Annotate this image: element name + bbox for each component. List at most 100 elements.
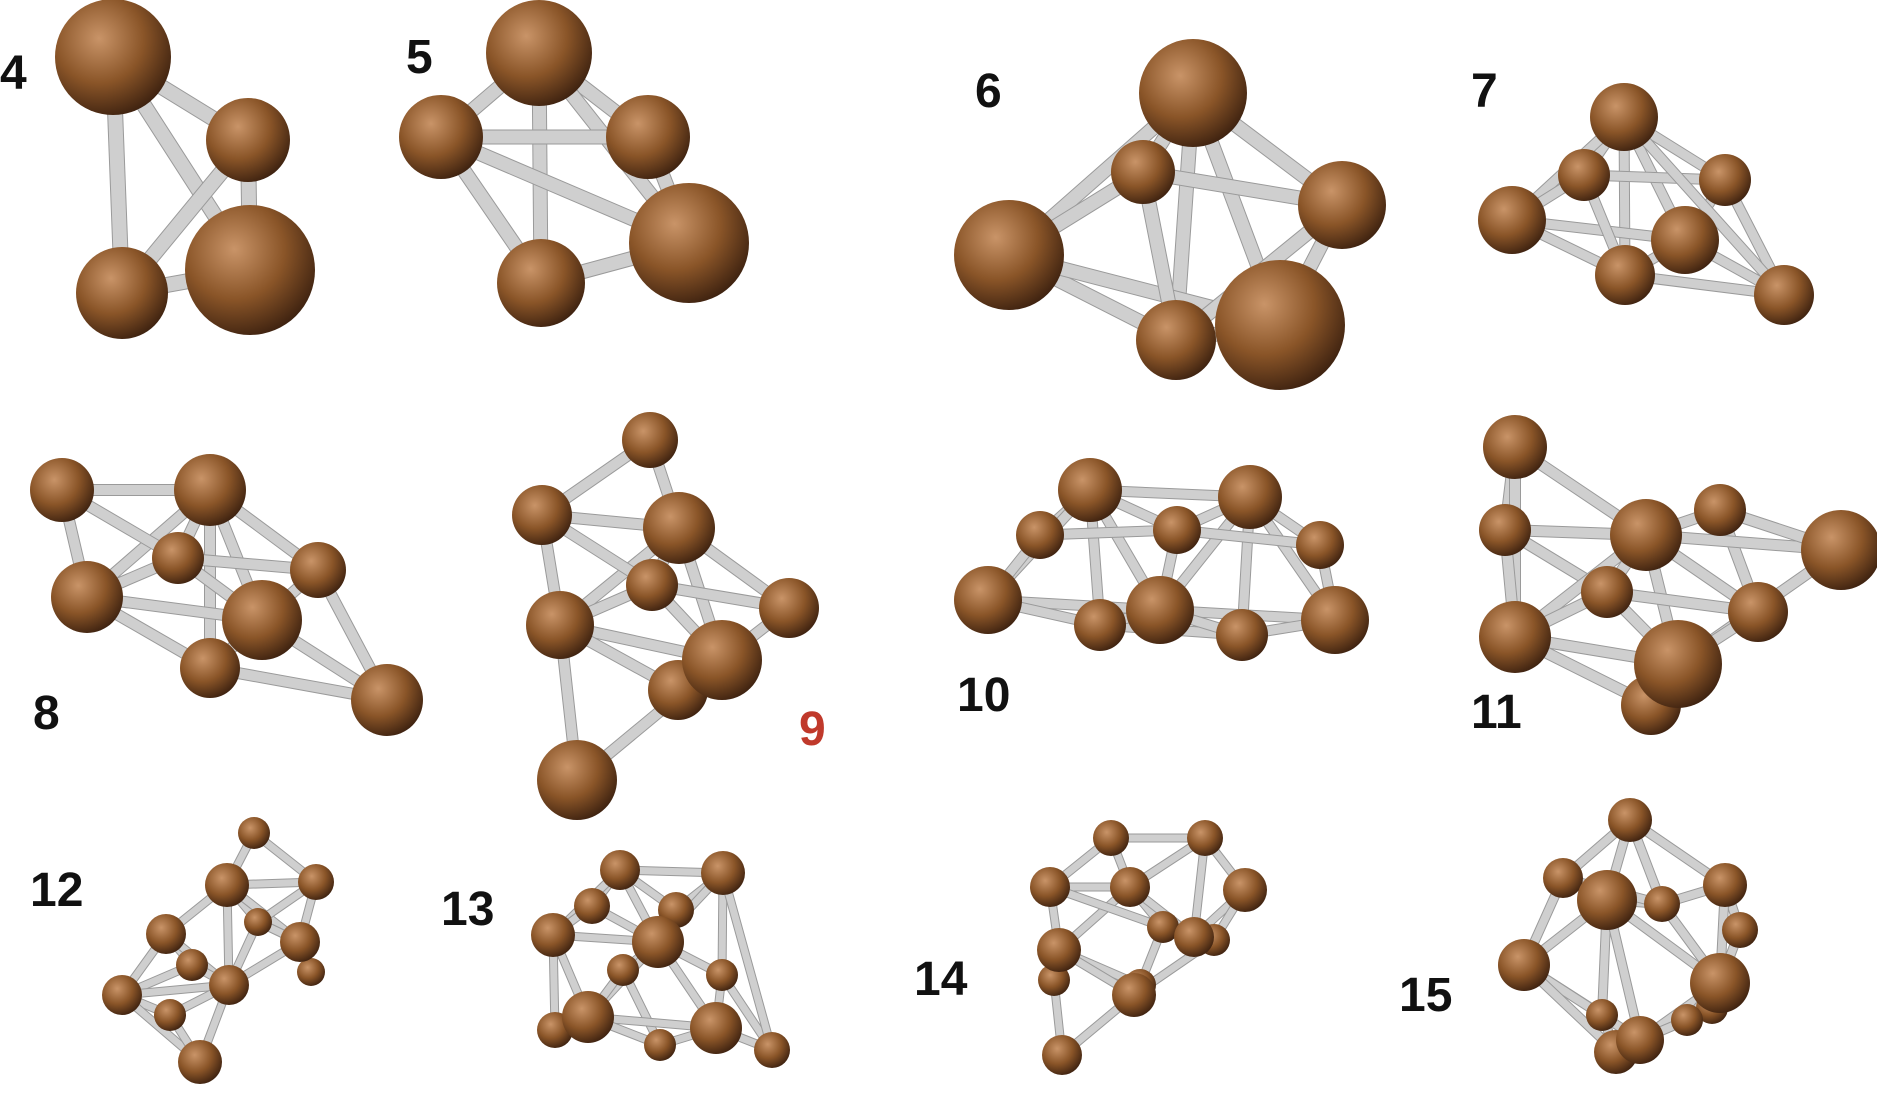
atom [1093,820,1129,856]
atom [1478,186,1546,254]
atom [1498,939,1550,991]
atom [1296,521,1344,569]
atom [1694,484,1746,536]
atom [1223,868,1267,912]
atom [76,247,168,339]
atom [1110,867,1150,907]
atom [1301,586,1369,654]
atom [244,908,272,936]
atom [1728,582,1788,642]
cluster-label-8: 8 [33,687,60,740]
atom [701,851,745,895]
cluster-4-atoms [55,0,315,339]
atom [690,1002,742,1054]
atom [102,975,142,1015]
atom [1483,415,1547,479]
atom [1215,260,1345,390]
cluster-label-12: 12 [30,864,84,917]
atom [206,98,290,182]
cluster-15-atoms [1498,798,1758,1074]
cluster-13-atoms [531,850,790,1068]
atom [238,817,270,849]
cluster-label-6: 6 [975,65,1002,118]
atom [298,864,334,900]
atom [1651,206,1719,274]
atom [1038,964,1070,996]
atom [154,999,186,1031]
atom [486,0,592,106]
atom [1479,504,1531,556]
atom [174,454,246,526]
atom [1703,863,1747,907]
atom [1058,458,1122,522]
atom [1174,917,1214,957]
atom [209,965,249,1005]
cluster-6-atoms [954,39,1386,390]
atom [185,205,315,335]
atom [1042,1035,1082,1075]
atom [297,958,325,986]
atom [1590,83,1658,151]
bond [719,869,776,1054]
atom [497,239,585,327]
atom [399,95,483,179]
atom [290,542,346,598]
atom [526,591,594,659]
atom [1801,510,1877,590]
atom [351,664,423,736]
atom [682,620,762,700]
cluster-12-atoms [102,817,334,1084]
atom [146,914,186,954]
atom [1153,506,1201,554]
atom [1543,858,1583,898]
atom [1187,820,1223,856]
atom [1616,1016,1664,1064]
atom [1074,599,1126,651]
atom [622,412,678,468]
atom [1016,511,1064,559]
atom [629,183,749,303]
atom [626,559,678,611]
cluster-5-atoms [399,0,749,327]
atom [512,485,572,545]
atom [1139,39,1247,147]
cluster-label-4: 4 [0,47,27,100]
cluster-label-13: 13 [441,883,495,936]
cluster-label-10: 10 [957,669,1011,722]
atoms-layer [30,0,1877,1084]
atom [562,991,614,1043]
atom [644,1029,676,1061]
cluster-label-14: 14 [914,953,968,1006]
atom [954,200,1064,310]
cluster-10-atoms [954,458,1369,661]
atom [205,863,249,907]
atom [222,580,302,660]
atom [152,532,204,584]
atom [1586,999,1618,1031]
atom [706,959,738,991]
atom [280,922,320,962]
atom [1671,1004,1703,1036]
atom [1298,161,1386,249]
atom [574,888,610,924]
atom [1558,149,1610,201]
cluster-9-atoms [512,412,819,820]
atom [1754,265,1814,325]
atom [1111,140,1175,204]
atom [643,492,715,564]
atom [1690,953,1750,1013]
atom [632,916,684,968]
cluster-label-11: 11 [1471,686,1522,739]
atom [1030,867,1070,907]
atom [1634,620,1722,708]
cluster-11-atoms [1479,415,1877,735]
atom [1218,465,1282,529]
atom [30,458,94,522]
atom [600,850,640,890]
atom [178,1040,222,1084]
atom [1644,886,1680,922]
cluster-7-atoms [1478,83,1814,325]
atom [531,913,575,957]
atom [759,578,819,638]
